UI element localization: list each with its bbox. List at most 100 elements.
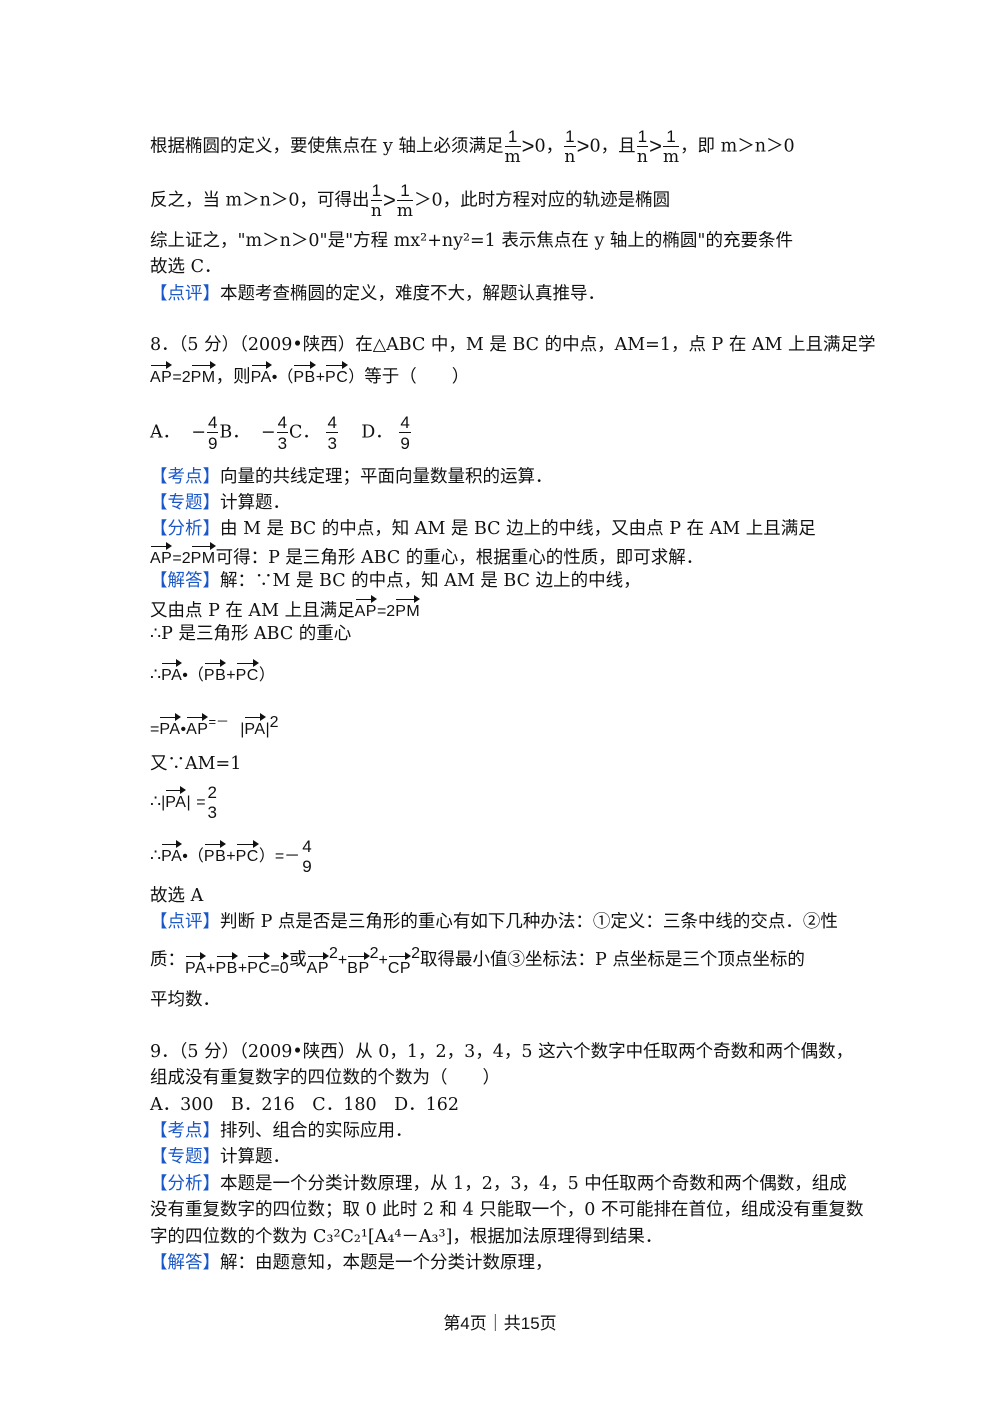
text: ，且 bbox=[600, 136, 636, 157]
greater-than: > bbox=[576, 133, 590, 159]
q8-dianping-3: 平均数． bbox=[150, 990, 220, 1010]
fenxi-text: 可得：P 是三角形 ABC 的重心，根据重心的性质，即可求解． bbox=[215, 548, 704, 568]
vector-BP: BP bbox=[347, 951, 370, 981]
q8-fenxi-2: AP=2PM可得：P 是三角形 ABC 的重心，根据重心的性质，即可求解． bbox=[150, 541, 703, 571]
vector-PM: PM bbox=[191, 541, 216, 571]
q8-eq-2: =PA•AP=－ |PA|2 bbox=[150, 710, 279, 742]
q8-jieda-3: ∴P 是三角形 ABC 的重心 bbox=[150, 624, 352, 644]
vector-PA: PA bbox=[244, 712, 266, 742]
vector-PB: PB bbox=[216, 951, 239, 981]
q9-options: A．300 B．216 C．180 D．162 bbox=[150, 1095, 460, 1115]
q8-stem: 8．（5 分）（2009•陕西）在△ABC 中，M 是 BC 的中点，AM=1，… bbox=[150, 335, 876, 355]
jieda-text: 解：∵M 是 BC 的中点，知 AM 是 BC 边上的中线， bbox=[220, 571, 641, 591]
q8-dianping-2: 质：PA+PB+PC=0或AP2+BP2+CP2取得最小值③坐标法：P 点坐标是… bbox=[150, 942, 805, 981]
vector-CP: CP bbox=[388, 951, 412, 981]
q8-fenxi: 【分析】由 M 是 BC 的中点，知 AM 是 BC 边上的中线，又由点 P 在… bbox=[150, 517, 816, 541]
text: ， bbox=[545, 136, 564, 157]
jieda-text: 解：由题意知，本题是一个分类计数原理， bbox=[220, 1253, 553, 1273]
vector-AP: AP bbox=[307, 951, 330, 981]
kaodian-tag: 【考点】 bbox=[150, 1121, 220, 1141]
vector-PA: PA bbox=[161, 839, 183, 869]
fenxi-tag: 【分析】 bbox=[150, 519, 220, 539]
q8-guxuan: 故选 A bbox=[150, 886, 204, 906]
vector-AP: AP bbox=[150, 541, 173, 571]
vector-AP: AP bbox=[355, 594, 378, 624]
vector-PC: PC bbox=[236, 658, 260, 688]
vector-PC: PC bbox=[247, 951, 271, 981]
fenxi-tag: 【分析】 bbox=[150, 1174, 220, 1194]
q8-eq-1: ∴PA•（PB+PC） bbox=[150, 658, 275, 688]
fenxi-text: 由 M 是 BC 的中点，知 AM 是 BC 边上的中线，又由点 P 在 AM … bbox=[220, 519, 816, 539]
text: 质： bbox=[150, 949, 185, 970]
q9-jieda: 【解答】解：由题意知，本题是一个分类计数原理， bbox=[150, 1251, 553, 1275]
kaodian-text: 排列、组合的实际应用． bbox=[220, 1121, 413, 1141]
jieda-text: 又由点 P 在 AM 上且满足 bbox=[150, 601, 355, 621]
vector-PA: PA bbox=[251, 360, 272, 390]
vector-PA: PA bbox=[159, 712, 181, 742]
text: 反之，当 m＞n＞0，可得出 bbox=[150, 190, 370, 211]
vector-PA: PA bbox=[185, 951, 207, 981]
vector-PB: PB bbox=[293, 360, 317, 390]
dianping-tag: 【点评】 bbox=[150, 912, 220, 932]
vector-PB: PB bbox=[204, 658, 227, 688]
vector-PC: PC bbox=[236, 839, 260, 869]
q9-fenxi-2: 没有重复数字的四位数；取 0 此时 2 和 4 只能取一个，0 不可能排在首位，… bbox=[150, 1200, 864, 1220]
greater-than: > bbox=[521, 133, 535, 159]
text: ，则 bbox=[215, 367, 251, 387]
fenxi-text: 本题是一个分类计数原理，从 1，2，3，4，5 中任取两个奇数和两个偶数，组成 bbox=[220, 1174, 847, 1194]
q8-stem-2: AP=2PM，则PA•（PB+PC）等于（ ） bbox=[150, 360, 469, 390]
prev-review: 【点评】本题考查椭圆的定义，难度不大，解题认真推导． bbox=[150, 282, 605, 306]
q9-fenxi: 【分析】本题是一个分类计数原理，从 1，2，3，4，5 中任取两个奇数和两个偶数… bbox=[150, 1172, 847, 1196]
vector-AP: AP bbox=[150, 360, 173, 390]
q9-zhuanti: 【专题】计算题． bbox=[150, 1145, 290, 1169]
q8-kaodian: 【考点】向量的共线定理；平面向量数量积的运算． bbox=[150, 465, 553, 489]
text: 等于（ ） bbox=[364, 367, 470, 387]
vector-PM: PM bbox=[191, 360, 216, 390]
zhuanti-text: 计算题． bbox=[220, 1147, 290, 1167]
review-tag: 【点评】 bbox=[150, 284, 220, 304]
jieda-tag: 【解答】 bbox=[150, 571, 220, 591]
kaodian-tag: 【考点】 bbox=[150, 467, 220, 487]
text: ，即 m＞n＞0 bbox=[680, 136, 795, 157]
vector-PM: PM bbox=[395, 594, 421, 624]
text: 取得最小值③坐标法：P 点坐标是三个顶点坐标的 bbox=[420, 949, 805, 970]
q8-dianping: 【点评】判断 P 点是否是三角形的重心有如下几种办法：①定义：三条中线的交点．②… bbox=[150, 910, 838, 934]
prev-line-4: 故选 C． bbox=[150, 257, 222, 277]
q8-jieda-2: 又由点 P 在 AM 上且满足AP=2PM bbox=[150, 594, 421, 624]
dianping-text: 判断 P 点是否是三角形的重心有如下几种办法：①定义：三条中线的交点．②性 bbox=[220, 912, 838, 932]
q8-jieda: 【解答】解：∵M 是 BC 的中点，知 AM 是 BC 边上的中线， bbox=[150, 569, 641, 593]
zhuanti-tag: 【专题】 bbox=[150, 1147, 220, 1167]
q9-fenxi-3: 字的四位数的个数为 C₃²C₂¹[A₄⁴－A₃³]，根据加法原理得到结果． bbox=[150, 1227, 663, 1247]
greater-than: > bbox=[383, 187, 396, 213]
q8-zhuanti: 【专题】计算题． bbox=[150, 491, 290, 515]
text: 根据椭圆的定义，要使焦点在 y 轴上必须满足 bbox=[150, 136, 504, 157]
jieda-tag: 【解答】 bbox=[150, 1253, 220, 1273]
prev-line-3: 综上证之，"m＞n＞0"是"方程 mx²+ny²=1 表示焦点在 y 轴上的椭圆… bbox=[150, 231, 793, 251]
vector-PA: PA bbox=[165, 785, 187, 815]
vector-PB: PB bbox=[204, 839, 227, 869]
vector-PA: PA bbox=[161, 658, 183, 688]
zhuanti-tag: 【专题】 bbox=[150, 493, 220, 513]
vector-zero: 0 bbox=[280, 951, 290, 981]
zhuanti-text: 计算题． bbox=[220, 493, 290, 513]
vector-AP: AP bbox=[186, 712, 209, 742]
greater-than: > bbox=[649, 133, 662, 159]
q9-kaodian: 【考点】排列、组合的实际应用． bbox=[150, 1119, 413, 1143]
page-footer: 第4页｜共15页 bbox=[443, 1314, 557, 1333]
q9-stem-2: 组成没有重复数字的四位数的个数为（ ） bbox=[150, 1068, 500, 1088]
